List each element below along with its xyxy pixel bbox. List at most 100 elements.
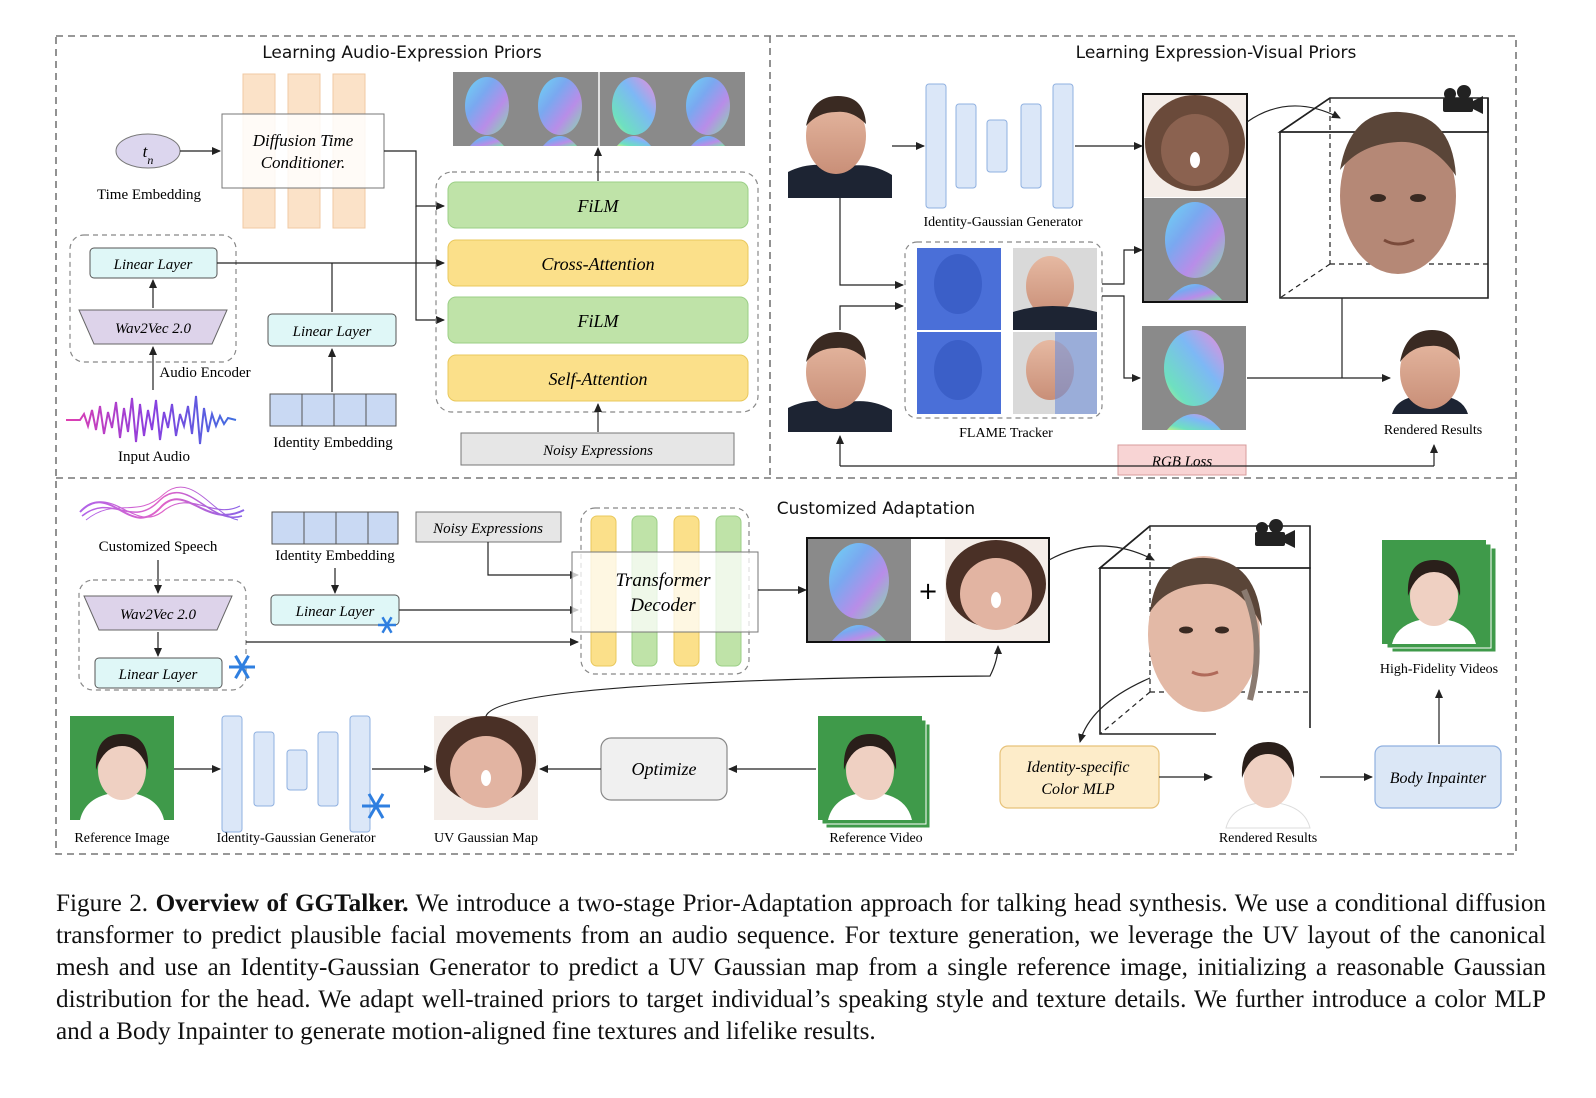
transformer-decoder-box xyxy=(571,551,759,633)
reference-video-frames xyxy=(818,716,931,829)
diffusion-conditioner-line2: Conditioner. xyxy=(261,153,346,172)
cross-attention-block xyxy=(447,239,749,287)
film-bottom-block xyxy=(447,296,749,344)
reference-image xyxy=(70,716,174,820)
gg-talker-overview-diagram: Learning Audio-Expression Priors Learnin… xyxy=(55,35,1517,855)
bottom-linear-layer-audio-label: Linear Layer xyxy=(118,667,198,683)
snowflake-icon xyxy=(229,654,255,680)
audio-waveform-icon xyxy=(66,395,237,445)
rendered-results-bottom-label: Rendered Results xyxy=(1219,831,1317,846)
output-expression-heads xyxy=(453,72,745,146)
color-mlp-box xyxy=(999,745,1160,809)
high-fidelity-label: High-Fidelity Videos xyxy=(1380,662,1498,677)
linear-layer-id-label: Linear Layer xyxy=(292,324,372,340)
id-gaussian-generator-top xyxy=(925,83,1074,209)
color-mlp-line2: Color MLP xyxy=(1041,781,1115,798)
section-title-customized: Customized Adaptation xyxy=(777,499,975,519)
source-portrait-top xyxy=(788,96,892,198)
diffusion-conditioner-box xyxy=(221,113,385,189)
flame-tracker-label: FLAME Tracker xyxy=(959,426,1053,441)
self-attention-block xyxy=(447,354,749,402)
arrow-conditioner-to-film-bottom xyxy=(415,206,445,324)
linear-layer-audio-label: Linear Layer xyxy=(113,257,193,273)
reference-image-label: Reference Image xyxy=(74,831,169,846)
body-inpainter-label: Body Inpainter xyxy=(1390,770,1487,787)
snowflake-icon xyxy=(378,616,396,634)
id-gaussian-generator-bottom-label: Identity-Gaussian Generator xyxy=(217,831,376,846)
rendered-results-top-label: Rendered Results xyxy=(1384,423,1482,438)
transformer-decoder-line2: Decoder xyxy=(629,595,696,616)
identity-embedding-cells xyxy=(269,393,397,427)
arrow-uvmap-to-output xyxy=(485,645,1002,717)
arrow-conditioner-to-film-top xyxy=(384,150,445,210)
bottom-identity-embedding-cells xyxy=(271,511,399,545)
uv-gaussian-map-label: UV Gaussian Map xyxy=(434,831,538,846)
outer-frame xyxy=(55,35,1517,855)
arrow-noisy-to-decoder xyxy=(487,542,579,579)
audio-encoder-label: Audio Encoder xyxy=(159,365,250,381)
bottom-wav2vec-box xyxy=(83,595,233,631)
bottom-linear-layer-id-label: Linear Layer xyxy=(295,604,375,620)
caption-text: We introduce a two-stage Prior-Adaptatio… xyxy=(56,890,1547,1045)
tracked-mesh-head xyxy=(1142,326,1246,430)
linear-layer-id-box xyxy=(267,313,397,347)
wav2vec-label: Wav2Vec 2.0 xyxy=(115,321,192,337)
cross-attention-label: Cross-Attention xyxy=(541,254,654,274)
body-inpainter-box xyxy=(1374,745,1502,809)
gaussian-head-cube-top xyxy=(1277,97,1489,299)
transformer-decoder-line1: Transformer xyxy=(615,570,711,591)
bottom-linear-layer-audio-box xyxy=(94,657,223,689)
uv-gaussian-map xyxy=(434,716,538,820)
id-gaussian-generator-top-label: Identity-Gaussian Generator xyxy=(924,215,1083,230)
bottom-audio-encoder-group xyxy=(78,579,247,691)
audio-encoder-group xyxy=(69,234,237,363)
time-step-symbol: tn xyxy=(143,142,154,167)
input-audio-label: Input Audio xyxy=(118,449,190,465)
diffusion-transformer-group xyxy=(435,171,759,413)
arrow-tracker-to-mesh-bottom xyxy=(1102,295,1141,382)
color-mlp-line1: Identity-specific xyxy=(1025,759,1129,776)
figure-caption: Figure 2. Overview of GGTalker. We intro… xyxy=(56,888,1546,1048)
section-title-audio-expression: Learning Audio-Expression Priors xyxy=(262,43,542,63)
camera-icon xyxy=(1443,85,1483,114)
gaussian-head-cube-bottom xyxy=(1097,525,1311,735)
noisy-expressions-top-box xyxy=(460,432,735,466)
arrow-output-to-cube xyxy=(1048,545,1155,561)
noisy-expressions-top-label: Noisy Expressions xyxy=(542,443,653,459)
plus-sign: + xyxy=(918,577,938,605)
rgb-loss-box xyxy=(1117,444,1247,476)
snowflake-icon xyxy=(362,793,390,819)
bottom-noisy-expressions-box xyxy=(415,511,562,543)
optimize-label: Optimize xyxy=(632,759,697,779)
time-embedding-label: Time Embedding xyxy=(97,187,202,203)
source-portrait-bottom xyxy=(788,330,892,432)
speech-waveform-icon xyxy=(79,486,245,521)
arrow-uvmap-to-cube xyxy=(1246,105,1341,123)
caption-title: Overview of GGTalker. xyxy=(155,890,409,917)
id-gaussian-generator-bottom xyxy=(221,715,371,833)
arrow-cube-to-color-mlp xyxy=(1078,677,1151,743)
high-fidelity-video-frames xyxy=(1382,540,1497,653)
wav2vec-box xyxy=(78,309,228,345)
film-top-label: FiLM xyxy=(576,196,619,216)
rendered-result-top xyxy=(1392,330,1468,414)
bottom-noisy-expressions-label: Noisy Expressions xyxy=(432,521,543,537)
line-portrait-bottom-to-tracker xyxy=(839,302,904,330)
reference-video-label: Reference Video xyxy=(829,831,922,846)
uv-map-and-mesh-stack xyxy=(1142,93,1248,303)
bottom-wav2vec-label: Wav2Vec 2.0 xyxy=(120,607,197,623)
film-top-block xyxy=(447,181,749,229)
rgb-loss-label: RGB Loss xyxy=(1151,454,1213,470)
identity-embedding-label: Identity Embedding xyxy=(273,435,393,451)
bottom-identity-embedding-label: Identity Embedding xyxy=(275,548,395,564)
section-title-expression-visual: Learning Expression-Visual Priors xyxy=(1076,43,1357,63)
diffusion-conditioner-line1: Diffusion Time xyxy=(252,131,354,150)
rendered-result-bottom xyxy=(1216,728,1320,829)
customized-speech-label: Customized Speech xyxy=(99,539,218,555)
film-bottom-label: FiLM xyxy=(576,311,619,331)
flame-tracker-frames xyxy=(917,248,1097,414)
line-portrait-top-to-tracker xyxy=(839,198,904,289)
caption-label: Figure 2. xyxy=(56,890,149,917)
flame-tracker-group xyxy=(904,241,1103,419)
camera-icon xyxy=(1255,519,1295,548)
